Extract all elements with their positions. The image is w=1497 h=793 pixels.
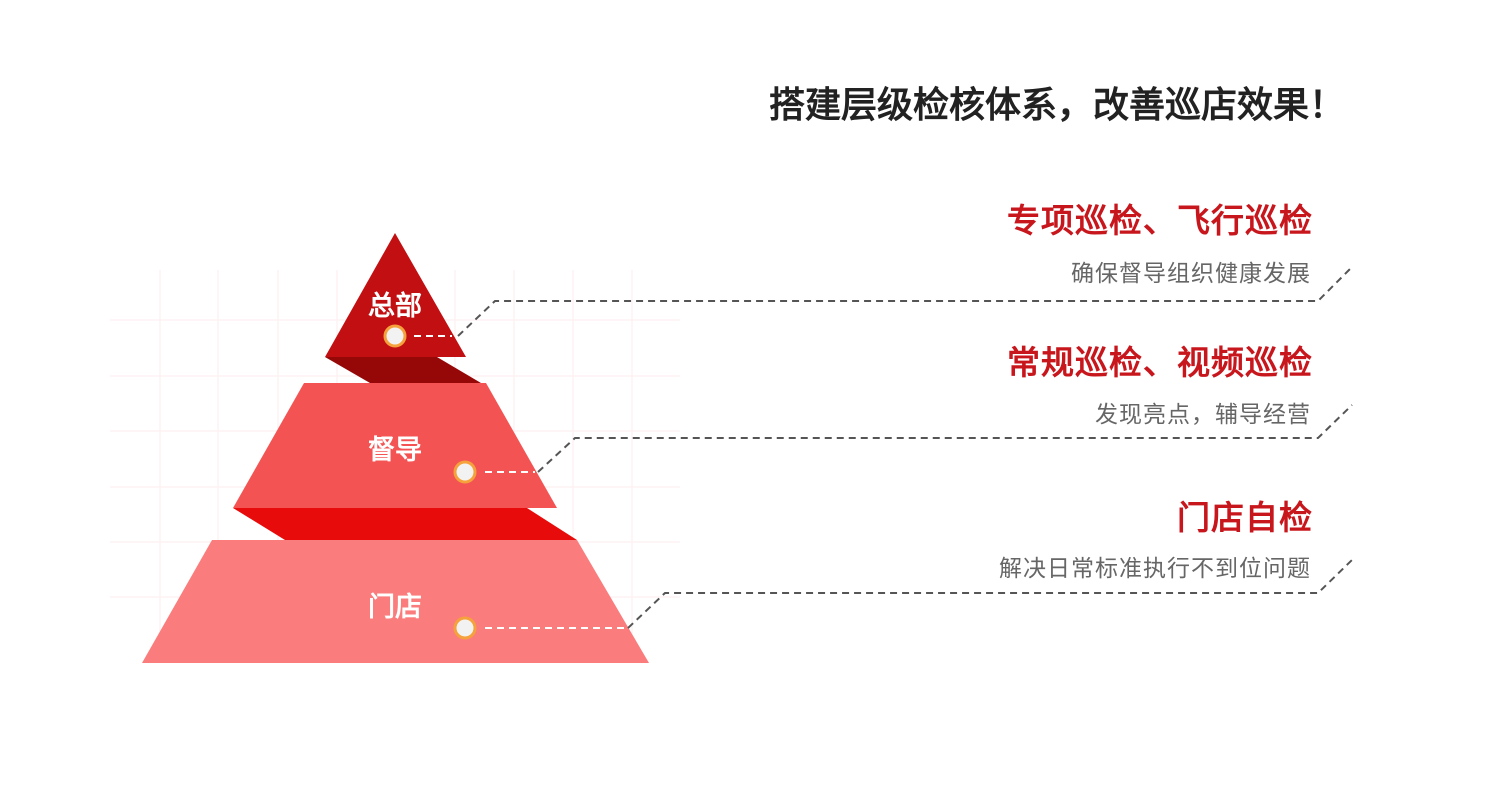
tier-middle	[233, 383, 557, 508]
tier-label-supervisor: 督导	[368, 435, 422, 466]
dot-marker-bottom	[453, 616, 477, 640]
tier-heading-supervisor: 常规巡检、视频巡检	[1007, 343, 1313, 382]
connector-bottom	[485, 559, 1353, 629]
tier-label-store: 门店	[368, 592, 422, 623]
connector-middle	[485, 404, 1353, 473]
tier-top-shadow	[325, 357, 481, 383]
tier-description-supervisor: 发现亮点，辅导经营	[1095, 402, 1311, 428]
tier-middle-shadow	[233, 508, 577, 540]
tier-label-headquarters: 总部	[368, 291, 422, 322]
tier-top	[325, 233, 466, 357]
page-title: 搭建层级检核体系，改善巡店效果！	[768, 85, 1345, 126]
tier-heading-store: 门店自检	[1177, 498, 1313, 537]
tier-heading-headquarters: 专项巡检、飞行巡检	[1007, 201, 1313, 240]
dot-marker-top	[383, 324, 407, 348]
tier-bottom	[142, 540, 649, 663]
dot-marker-middle	[453, 460, 477, 484]
tier-description-store: 解决日常标准执行不到位问题	[999, 556, 1311, 582]
connector-top	[414, 266, 1353, 337]
tier-description-headquarters: 确保督导组织健康发展	[1071, 261, 1311, 287]
